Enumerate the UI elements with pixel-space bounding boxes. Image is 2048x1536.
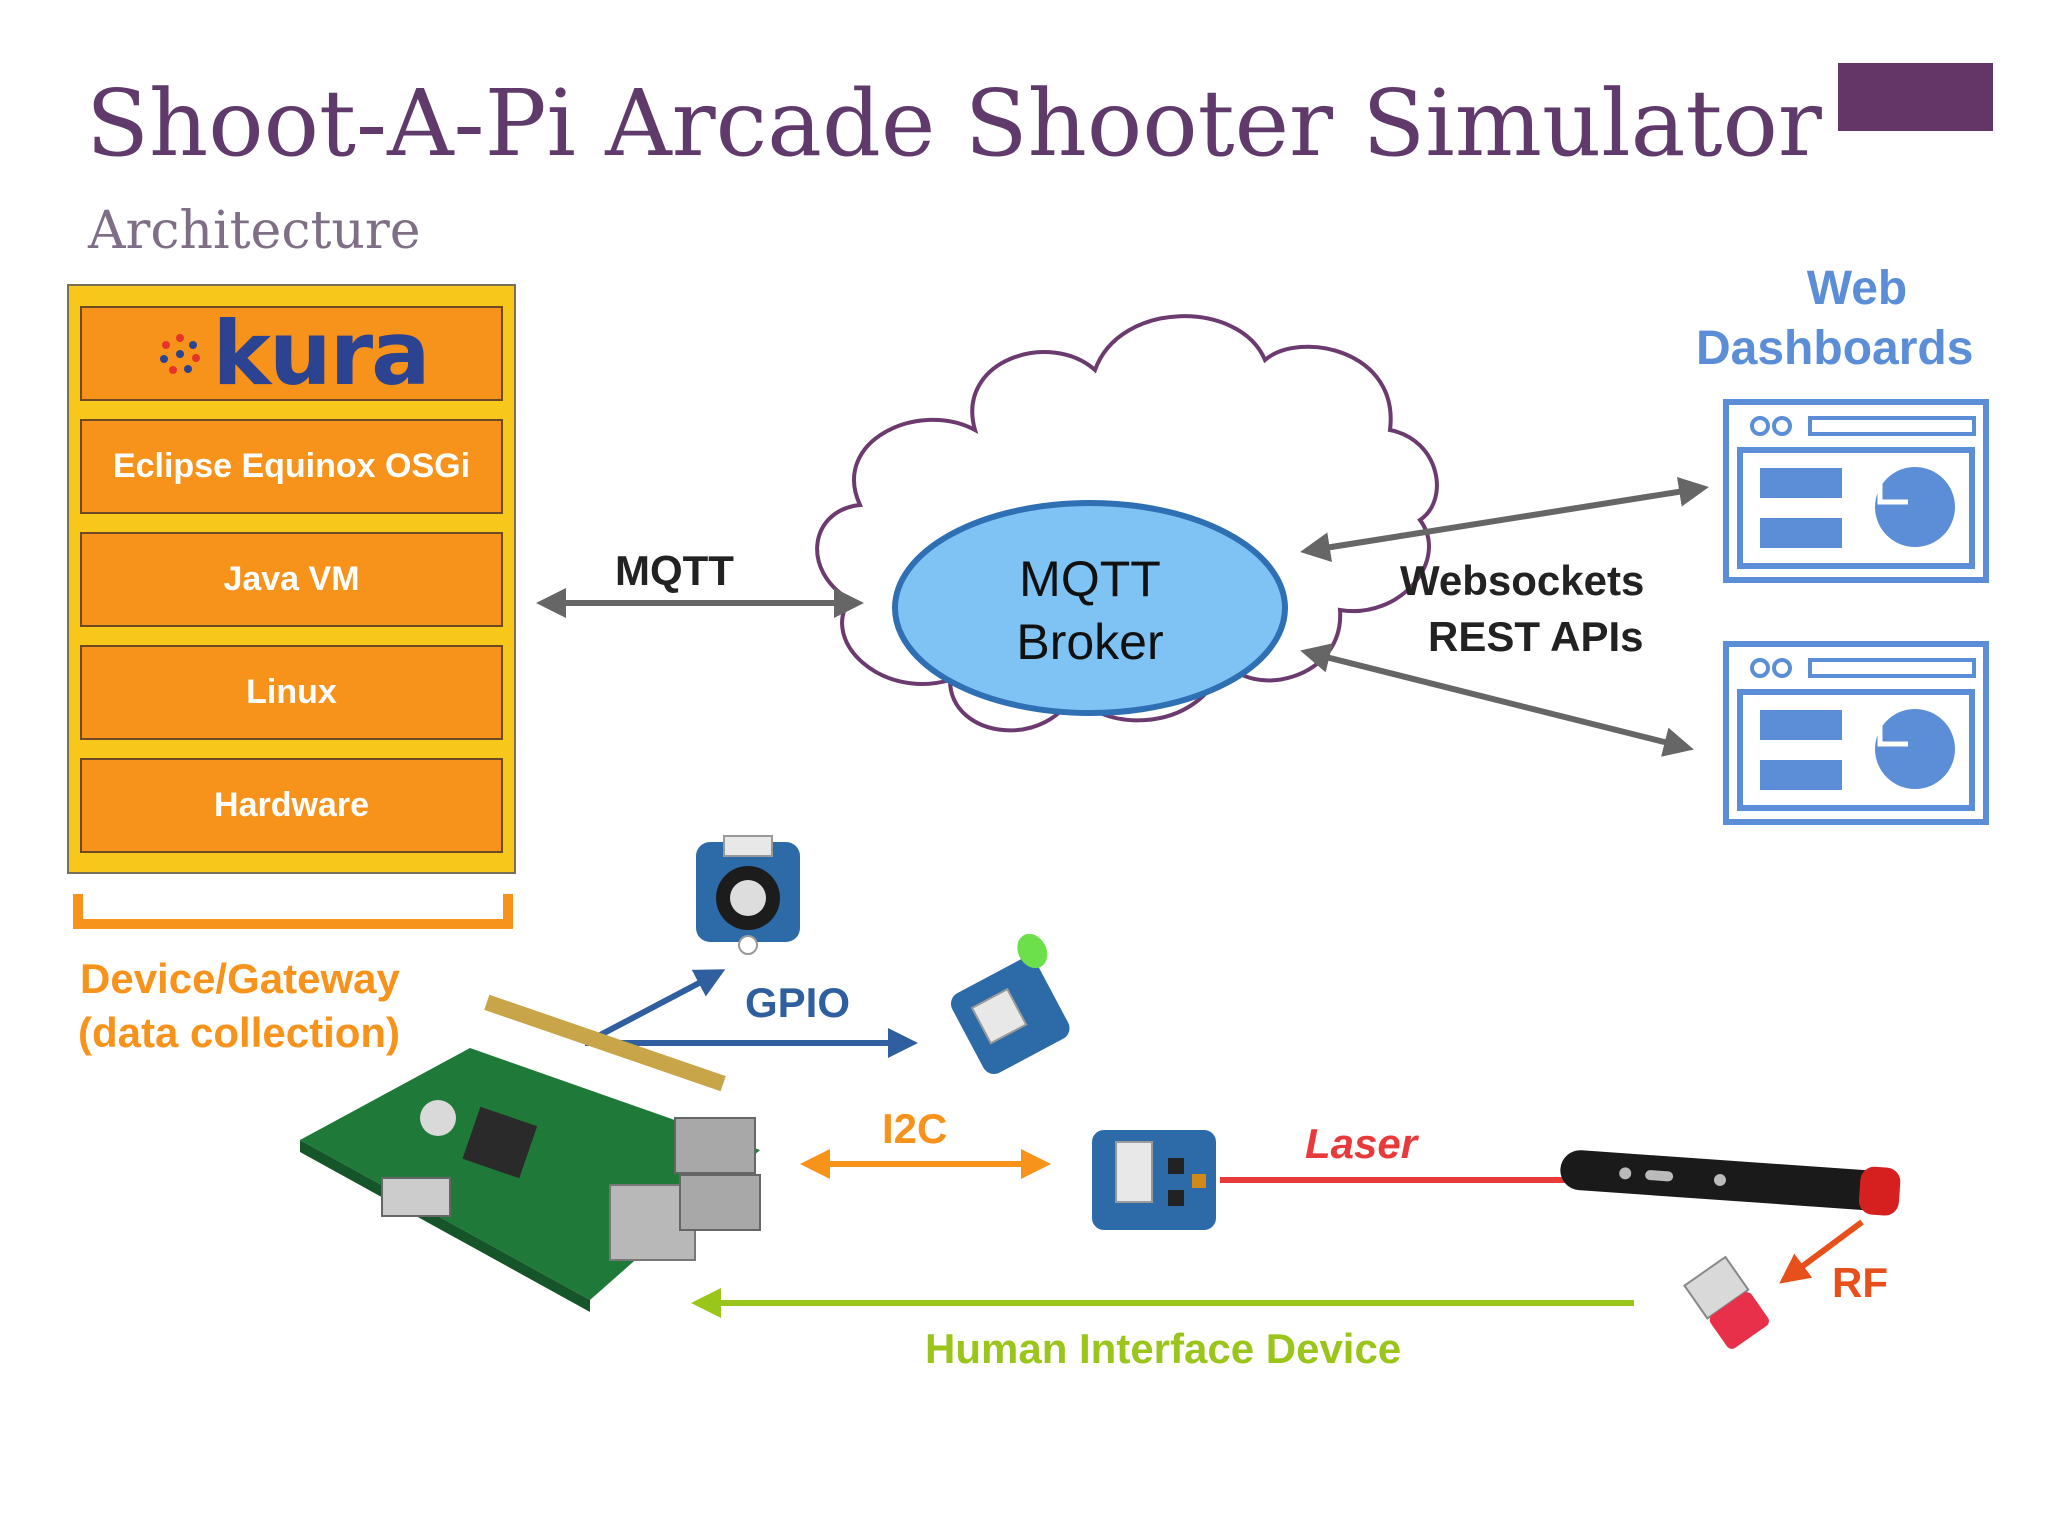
laser-gun xyxy=(1560,1150,1901,1216)
device-caption-line2: (data collection) xyxy=(78,1009,401,1056)
rest-apis-label: REST APIs xyxy=(1428,613,1644,660)
raspberry-pi-board xyxy=(300,994,761,1312)
dashboard-arrow-top xyxy=(1300,476,1709,563)
layer-jvm: Java VM xyxy=(80,532,503,627)
rf-label: RF xyxy=(1832,1259,1888,1306)
broker-label-line2: Broker xyxy=(1016,613,1164,670)
buzzer-module xyxy=(696,835,800,955)
device-caption-line1: Device/Gateway xyxy=(80,955,400,1002)
websockets-label: Websockets xyxy=(1400,557,1645,604)
hid-label: Human Interface Device xyxy=(925,1325,1402,1372)
web-dashboards-title-line1: Web xyxy=(1806,262,1908,315)
mqtt-label: MQTT xyxy=(615,547,734,594)
usb-dongle xyxy=(1683,1255,1769,1349)
broker-label-line1: MQTT xyxy=(1019,551,1161,607)
slide-subtitle: Architecture xyxy=(88,201,421,261)
broker-label: MQTT Broker xyxy=(1000,548,1180,673)
mqtt-broker xyxy=(892,500,1288,716)
web-dashboards-title-line2: Dashboards xyxy=(1696,322,1974,375)
gpio-label: GPIO xyxy=(745,979,851,1026)
rf-arrow xyxy=(1779,1219,1864,1284)
i2c-label: I2C xyxy=(882,1105,948,1152)
dashboard-icon xyxy=(1723,641,1989,825)
dashboard-icon xyxy=(1723,399,1989,583)
kura-logo-text: kura xyxy=(212,301,431,405)
led-module xyxy=(950,933,1070,1074)
stack-bracket xyxy=(73,894,513,929)
i2c-sensor-module xyxy=(1092,1130,1216,1230)
accent-bar xyxy=(1838,63,1993,131)
gpio-arrow-up xyxy=(583,969,726,1046)
layer-hardware: Hardware xyxy=(80,758,503,853)
dashboard-arrow-bottom xyxy=(1300,643,1694,757)
kura-logo-icon: kura xyxy=(155,301,431,405)
slide-title: Shoot-A-Pi Arcade Shooter Simulator xyxy=(86,70,1822,177)
layer-linux: Linux xyxy=(80,645,503,740)
layer-osgi: Eclipse Equinox OSGi xyxy=(80,419,503,514)
kura-layer: kura xyxy=(80,306,503,401)
laser-label: Laser xyxy=(1305,1120,1418,1167)
